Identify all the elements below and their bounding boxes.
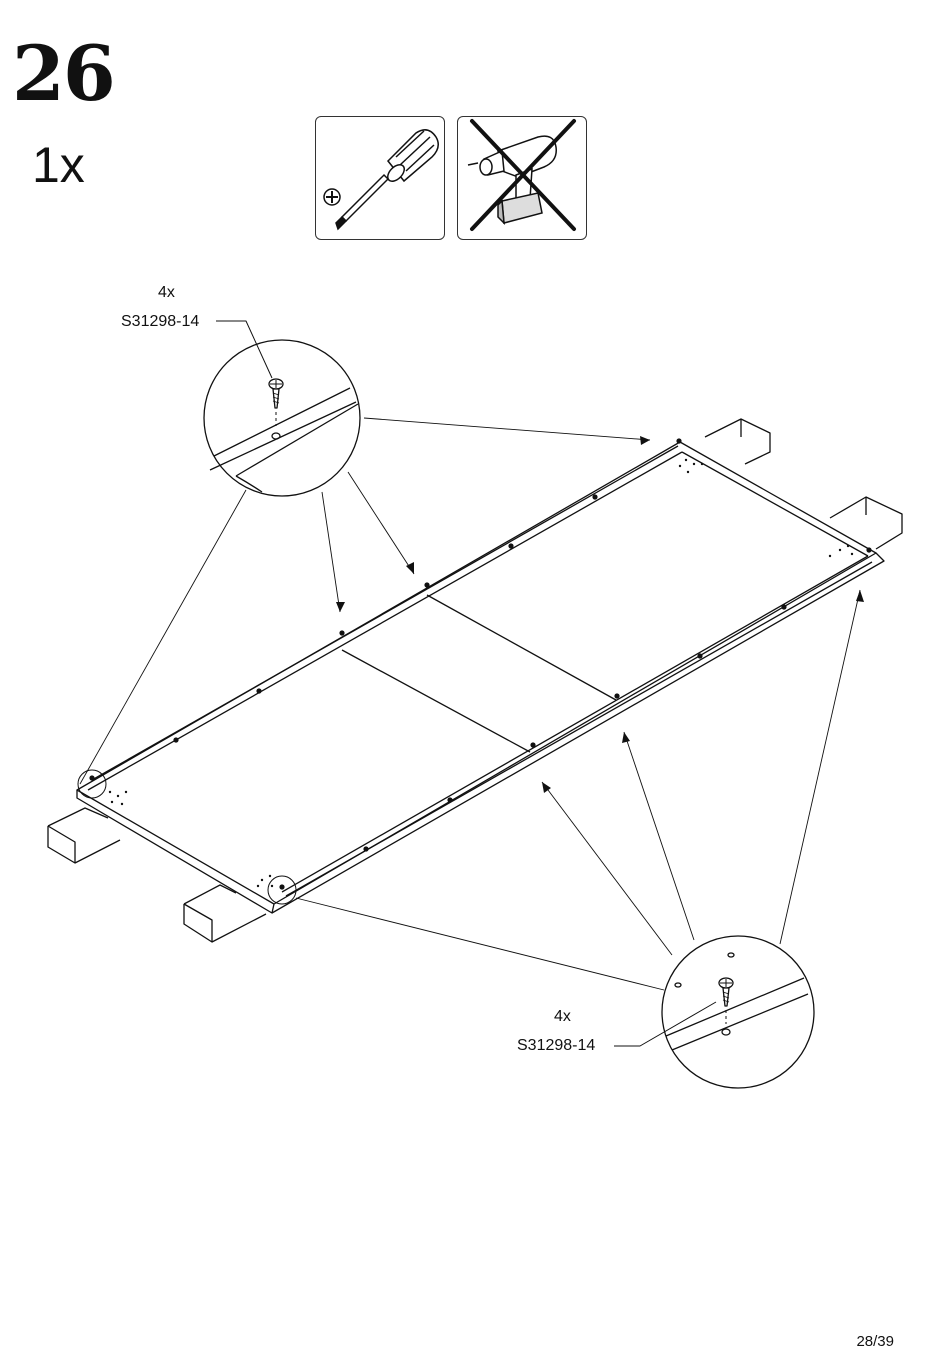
callout-bottom-part-code: S31298-14 (517, 1038, 595, 1054)
detail-circle-top (204, 340, 360, 496)
callout-top-part-code: S31298-14 (121, 314, 199, 330)
detail-circle-bottom (662, 936, 814, 1088)
callout-bottom-quantity: 4x (554, 1009, 571, 1025)
page-number: 28/39 (856, 1333, 894, 1350)
callout-top-quantity: 4x (158, 285, 175, 301)
panel-board (77, 442, 884, 913)
